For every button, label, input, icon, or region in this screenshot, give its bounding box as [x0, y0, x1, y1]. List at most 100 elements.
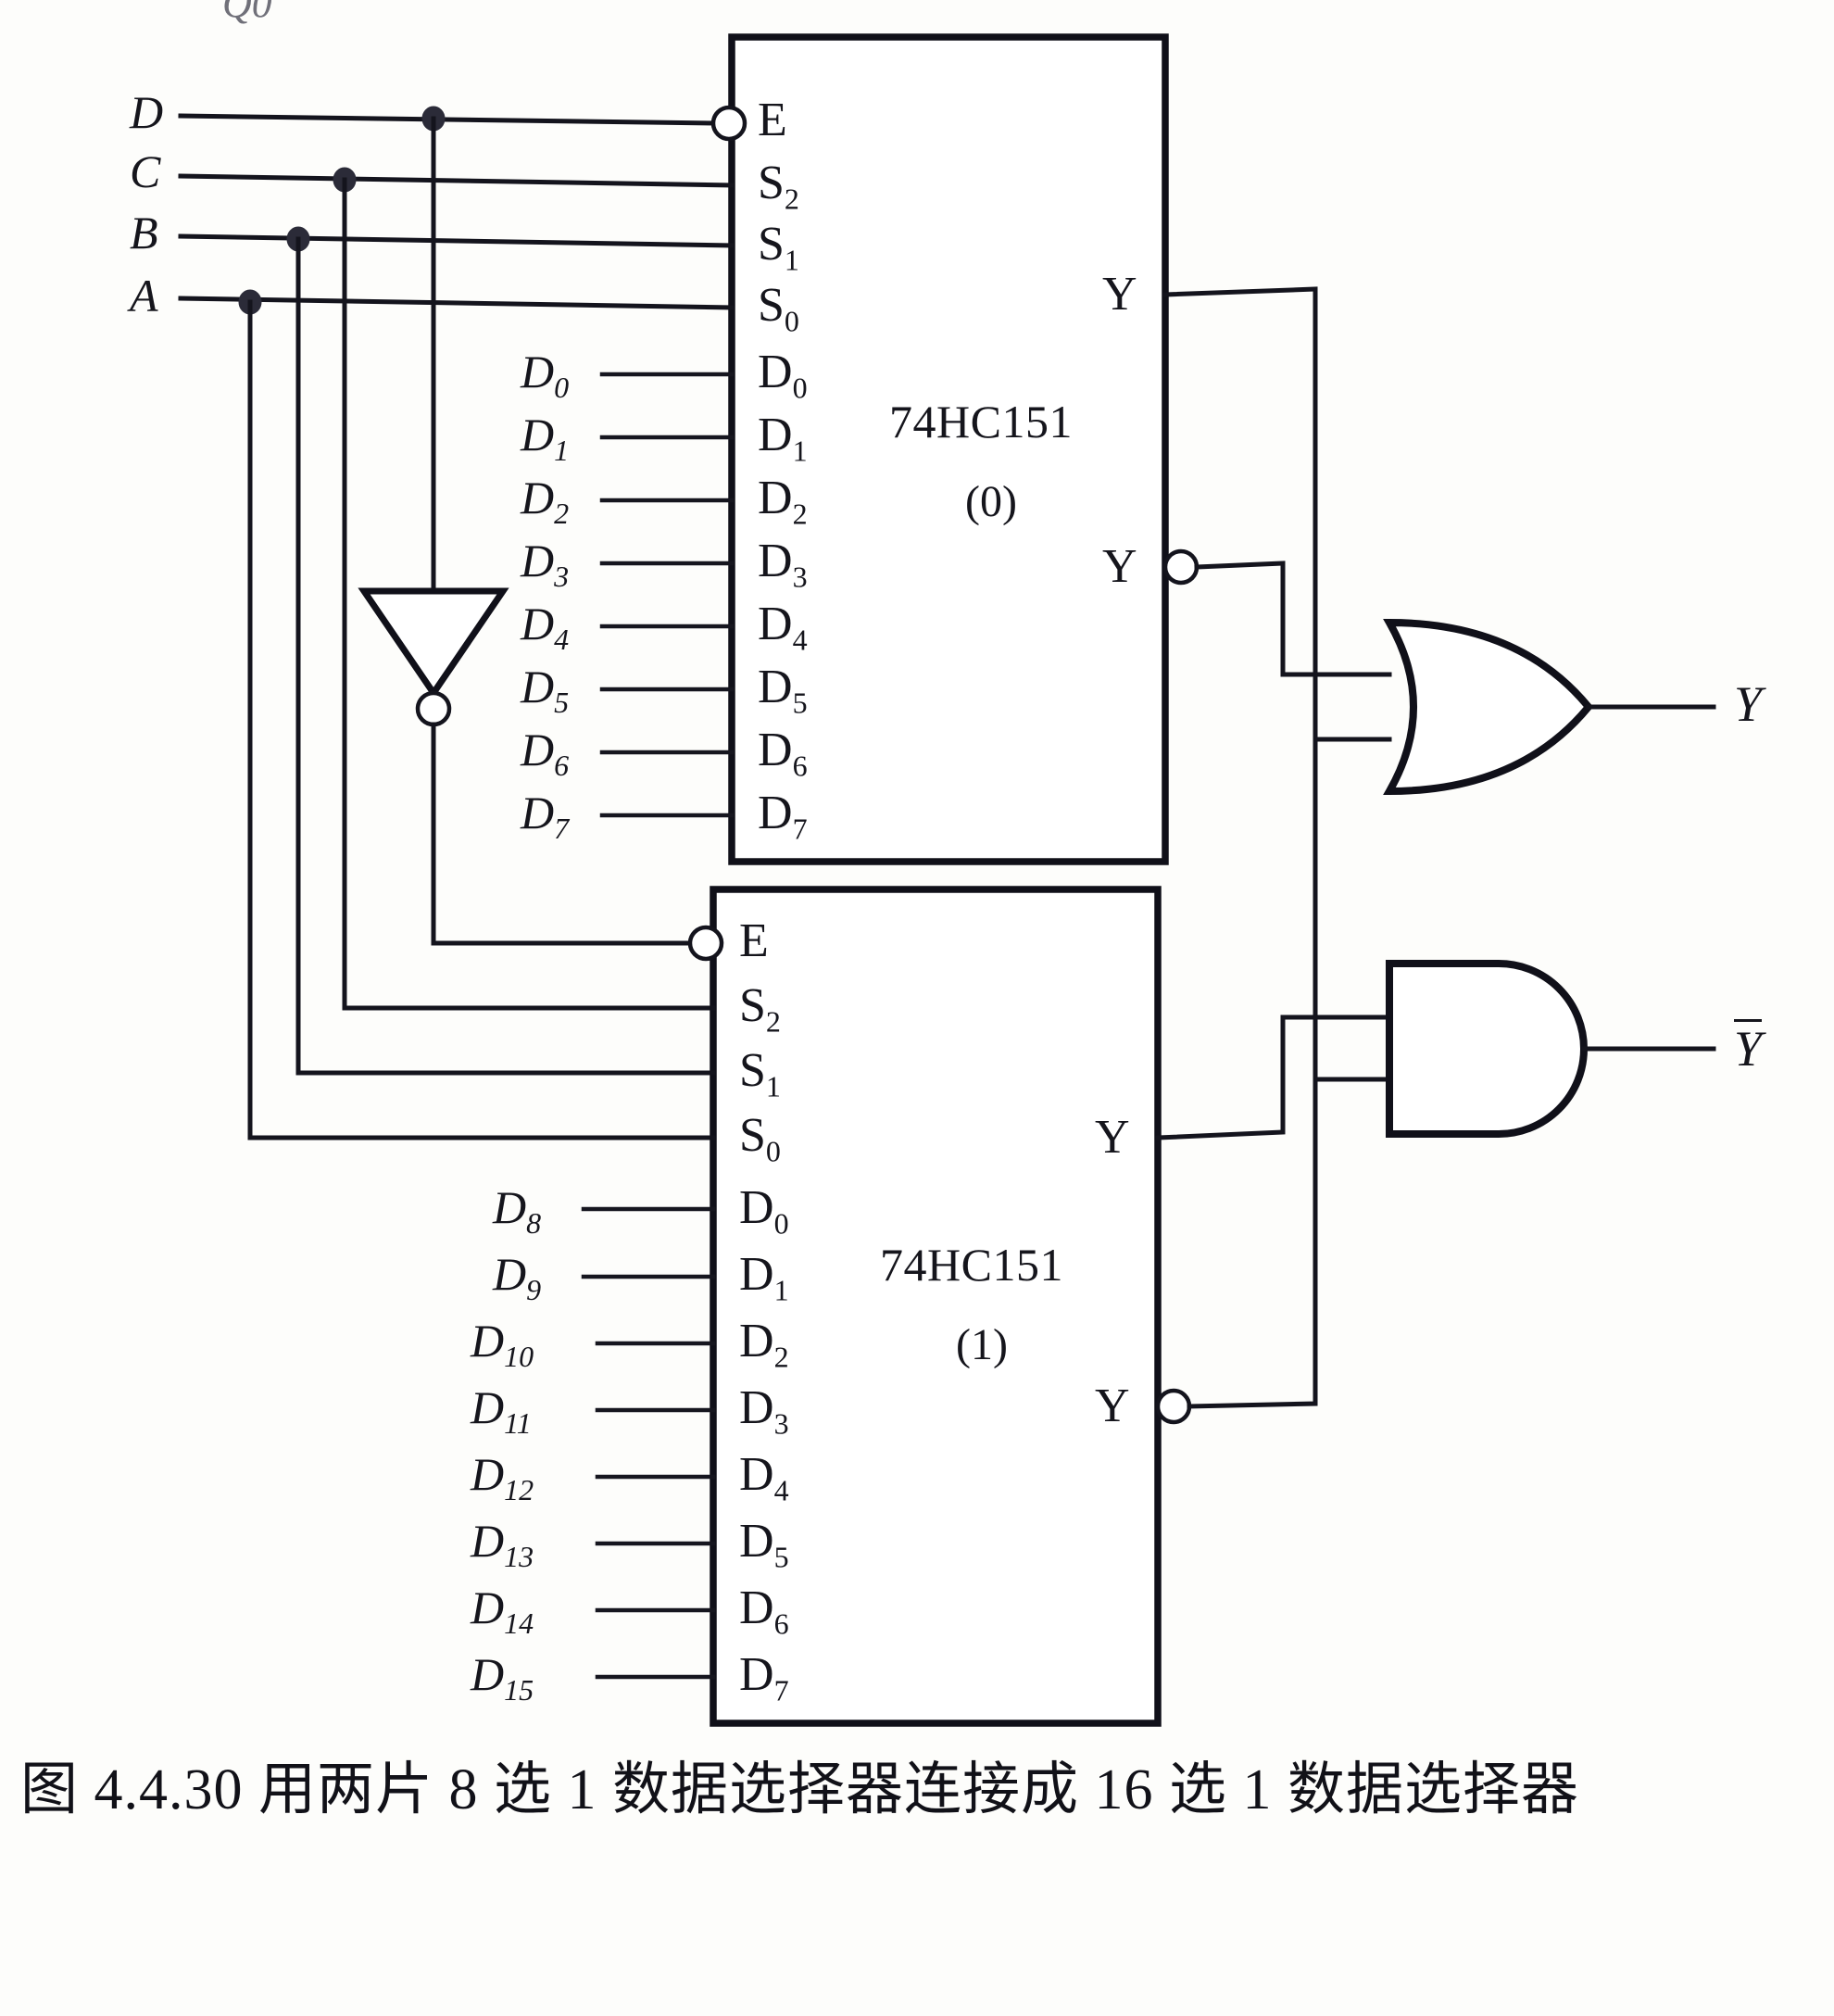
signal-d1-base: D: [521, 409, 555, 460]
chip-1-body: [710, 886, 1162, 1727]
signal-label-d4: D4: [521, 600, 569, 654]
chip-1-pin-s0-base: S: [739, 1109, 766, 1162]
wire-a-to-s0-0: [178, 296, 735, 310]
signal-d14-base: D: [471, 1581, 505, 1633]
signal-d7-sub: 7: [554, 812, 570, 845]
wire-chip1-y-to-and: [1155, 1014, 1392, 1140]
signal-d2-base: D: [521, 472, 555, 523]
chip-1-pin-d5: D5: [739, 1515, 789, 1574]
signal-d11-base: D: [471, 1381, 505, 1433]
chip-0-pin-d2-sub: 2: [792, 497, 808, 531]
chip-0-pin-d4-sub: 4: [792, 623, 808, 657]
dropper-a: [247, 299, 716, 1140]
chip-1-pin-s0-sub: 0: [765, 1134, 781, 1168]
chip-0-pin-d4-base: D: [758, 598, 793, 650]
chip-1-pin-d6: D6: [739, 1581, 789, 1639]
chip-1-pin-d1-base: D: [739, 1248, 774, 1301]
chip-1-pin-d3-base: D: [739, 1381, 774, 1434]
signal-label-d5: D5: [521, 663, 569, 717]
chip-0-e-bubble-icon: [710, 105, 747, 142]
not-gate-bubble-icon: [415, 690, 452, 727]
signal-d0-base: D: [521, 346, 555, 397]
wire-c-to-s2-0: [178, 173, 735, 188]
input-label-b: B: [130, 207, 158, 258]
dropper-c: [342, 177, 716, 1011]
chip-0-pin-s0-base: S: [758, 279, 785, 332]
chip-1-pin-d0-base: D: [739, 1181, 774, 1234]
and-gate-shape: [1386, 960, 1588, 1138]
wire-dbar-to-e1: [431, 722, 693, 946]
signal-d1-sub: 1: [554, 434, 570, 467]
signal-d5-sub: 5: [554, 686, 570, 719]
signal-d13-base: D: [471, 1515, 505, 1567]
input-label-a: A: [130, 270, 158, 321]
output-ybar-text: Y: [1734, 1019, 1763, 1077]
chip-1-pin-s0: S0: [739, 1112, 781, 1166]
chip-0-pin-d4: D4: [758, 598, 808, 657]
chip-1-pin-d2: D2: [739, 1315, 789, 1372]
wire-chip0-y-to-and: [1162, 286, 1392, 1082]
chip-0-pin-d5-sub: 5: [792, 686, 808, 720]
chip-0-pin-d0-base: D: [758, 346, 793, 398]
chip-0-pin-s2-sub: 2: [784, 182, 799, 216]
wire-chip1-ybar-to-or: [1187, 737, 1392, 1409]
signal-d4-sub: 4: [554, 623, 570, 656]
signal-d0-sub: 0: [554, 371, 570, 404]
figure-caption: 图 4.4.30 用两片 8 选 1 数据选择器连接成 16 选 1 数据选择器: [20, 1758, 1580, 1821]
signal-d11-sub: 11: [504, 1406, 532, 1440]
chip-1-pin-s1: S1: [739, 1044, 781, 1102]
signal-label-d1: D1: [521, 411, 569, 465]
chip-1-pin-d5-base: D: [739, 1515, 774, 1568]
chip-1-pin-s2: S2: [739, 979, 781, 1037]
chip-0-pin-d6-sub: 6: [792, 749, 808, 783]
signal-d12-base: D: [471, 1448, 505, 1500]
signal-d2-sub: 2: [554, 497, 570, 530]
chip-1-pin-d4-base: D: [739, 1448, 774, 1501]
chip-0-ybar-bubble-icon: [1162, 548, 1200, 586]
chip-1-index: (1): [956, 1320, 1008, 1369]
or-gate-shape: [1383, 618, 1594, 796]
chip-1-name: 74HC151: [880, 1239, 1063, 1291]
previous-figure-fragment: Q0: [222, 0, 272, 26]
chip-1-pin-d3-sub: 3: [773, 1406, 789, 1441]
not-gate-triangle: [358, 587, 509, 699]
chip-0-pin-d3-base: D: [758, 535, 793, 587]
chip-1-pin-d3: D3: [739, 1381, 789, 1441]
chip-1-pin-d2-base: D: [739, 1315, 774, 1367]
chip-1-pin-d1: D1: [739, 1248, 789, 1305]
signal-label-d15: D15: [471, 1651, 534, 1705]
chip-0-pin-d6-base: D: [758, 724, 793, 776]
chip-0-pin-s2-base: S: [758, 157, 785, 209]
signal-label-d10: D10: [471, 1317, 534, 1371]
dropper-b: [295, 236, 716, 1076]
chip-1-output-ybar: Y: [1095, 1380, 1130, 1432]
input-label-c: C: [130, 145, 161, 197]
chip-1-pin-d5-sub: 5: [773, 1540, 789, 1574]
chip-1-pin-d6-base: D: [739, 1581, 774, 1634]
chip-1-pin-e: E: [739, 914, 769, 967]
chip-0-pin-d7: D7: [758, 789, 808, 844]
chip-1-pin-d0: D0: [739, 1181, 789, 1239]
signal-d15-base: D: [471, 1648, 505, 1700]
signal-label-d14: D14: [471, 1584, 534, 1638]
chip-0-index: (0): [965, 477, 1017, 526]
signal-d15-sub: 15: [504, 1673, 534, 1707]
signal-d6-base: D: [521, 724, 555, 775]
signal-d5-base: D: [521, 661, 555, 712]
chip-0-output-ybar: Y: [1102, 540, 1137, 593]
chip-1-pin-s2-base: S: [739, 979, 766, 1032]
chip-0-pin-d1: D1: [758, 411, 808, 468]
chip-0-pin-d0: D0: [758, 346, 808, 403]
chip-1-output-y: Y: [1095, 1111, 1130, 1164]
chip-1-pin-d7: D7: [739, 1651, 789, 1707]
chip-0-pin-d1-sub: 1: [792, 434, 808, 468]
chip-0-name: 74HC151: [889, 396, 1073, 447]
chip-1-pin-s1-base: S: [739, 1044, 766, 1097]
chip-1-pin-d7-sub: 7: [773, 1673, 789, 1707]
chip-1-pin-d4: D4: [739, 1448, 789, 1506]
chip-0-pin-d5: D5: [758, 663, 808, 720]
signal-d10-sub: 10: [504, 1340, 534, 1373]
chip-0-pin-e: E: [758, 94, 787, 146]
